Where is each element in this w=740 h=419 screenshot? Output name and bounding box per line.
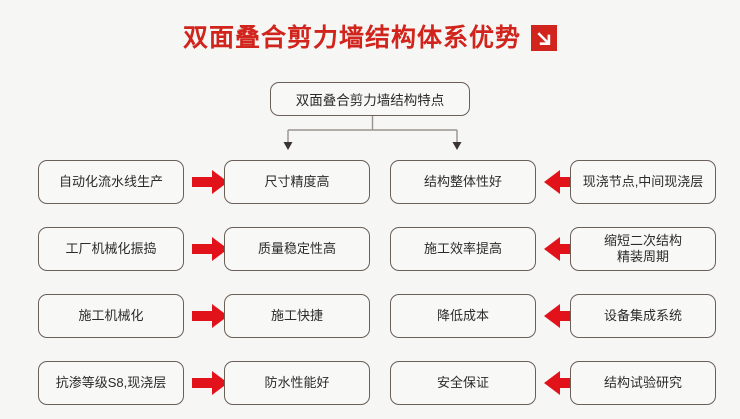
arrow-right-icon — [190, 369, 230, 397]
right-effect-cell[interactable]: 安全保证 — [390, 360, 536, 405]
box-right-effect[interactable]: 降低成本 — [390, 293, 536, 338]
box-right-cause[interactable]: 现浇节点,中间现浇层 — [570, 159, 716, 204]
box-label: 现浇节点,中间现浇层 — [582, 173, 704, 189]
arrow-left-icon — [542, 302, 582, 330]
box-left-effect[interactable]: 防水性能好 — [224, 360, 370, 405]
arrow-right-icon — [190, 168, 230, 196]
arrow-left-icon — [542, 369, 582, 397]
arrow-right-cell — [188, 294, 232, 338]
box-label: 自动化流水线生产 — [58, 173, 163, 189]
box-left-cause[interactable]: 施工机械化 — [38, 293, 184, 338]
box-right-cause[interactable]: 设备集成系统 — [570, 293, 716, 338]
box-label: 工厂机械化振捣 — [65, 240, 157, 256]
box-left-cause[interactable]: 工厂机械化振捣 — [38, 226, 184, 271]
box-label: 防水性能好 — [264, 374, 330, 390]
left-effect-cell[interactable]: 施工快捷 — [224, 293, 370, 338]
box-right-effect[interactable]: 施工效率提高 — [390, 226, 536, 271]
box-label: 安全保证 — [436, 374, 489, 390]
arrow-right-icon — [190, 302, 230, 330]
box-label: 施工机械化 — [78, 307, 144, 323]
root-node: 双面叠合剪力墙结构特点 — [270, 82, 470, 116]
right-cause-cell[interactable]: 设备集成系统 — [570, 293, 716, 338]
flow-row: 抗渗等级S8,现浇层 防水性能好 安全保证 — [0, 349, 740, 416]
arrow-right-icon — [190, 235, 230, 263]
box-right-cause[interactable]: 结构试验研究 — [570, 360, 716, 405]
arrow-left-cell — [540, 160, 584, 204]
box-label: 尺寸精度高 — [264, 173, 330, 189]
arrow-left-cell — [540, 227, 584, 271]
left-effect-cell[interactable]: 质量稳定性高 — [224, 226, 370, 271]
box-left-effect[interactable]: 施工快捷 — [224, 293, 370, 338]
box-right-effect[interactable]: 结构整体性好 — [390, 159, 536, 204]
box-label: 施工快捷 — [270, 307, 323, 323]
arrow-right-cell — [188, 160, 232, 204]
arrow-left-icon — [542, 168, 582, 196]
left-effect-cell[interactable]: 尺寸精度高 — [224, 159, 370, 204]
right-cause-cell[interactable]: 现浇节点,中间现浇层 — [570, 159, 716, 204]
arrow-left-icon — [542, 235, 582, 263]
arrow-left-cell — [540, 294, 584, 338]
box-label: 结构试验研究 — [603, 374, 682, 390]
box-right-cause[interactable]: 缩短二次结构 精装周期 — [570, 226, 716, 271]
right-cause-cell[interactable]: 结构试验研究 — [570, 360, 716, 405]
box-label: 缩短二次结构 精装周期 — [603, 233, 682, 264]
box-label: 施工效率提高 — [423, 240, 502, 256]
root-node-label: 双面叠合剪力墙结构特点 — [295, 93, 445, 108]
box-left-effect[interactable]: 质量稳定性高 — [224, 226, 370, 271]
box-left-cause[interactable]: 抗渗等级S8,现浇层 — [38, 360, 184, 405]
left-cause-cell[interactable]: 自动化流水线生产 — [38, 159, 184, 204]
box-label: 设备集成系统 — [603, 307, 682, 323]
right-effect-cell[interactable]: 施工效率提高 — [390, 226, 536, 271]
box-left-effect[interactable]: 尺寸精度高 — [224, 159, 370, 204]
box-label: 结构整体性好 — [423, 173, 502, 189]
page-title: 双面叠合剪力墙结构体系优势 — [0, 16, 740, 60]
left-cause-cell[interactable]: 施工机械化 — [38, 293, 184, 338]
arrow-left-cell — [540, 361, 584, 405]
flow-grid: 自动化流水线生产 尺寸精度高 结构整体性好 — [0, 148, 740, 416]
flow-row: 工厂机械化振捣 质量稳定性高 施工效率提高 — [0, 215, 740, 282]
box-label: 抗渗等级S8,现浇层 — [55, 374, 167, 390]
right-cause-cell[interactable]: 缩短二次结构 精装周期 — [570, 226, 716, 271]
box-label: 质量稳定性高 — [257, 240, 336, 256]
arrow-down-right-icon — [531, 25, 557, 51]
arrow-right-cell — [188, 361, 232, 405]
box-label: 降低成本 — [436, 307, 489, 323]
right-effect-cell[interactable]: 降低成本 — [390, 293, 536, 338]
flow-row: 施工机械化 施工快捷 降低成本 — [0, 282, 740, 349]
right-effect-cell[interactable]: 结构整体性好 — [390, 159, 536, 204]
arrow-right-cell — [188, 227, 232, 271]
left-effect-cell[interactable]: 防水性能好 — [224, 360, 370, 405]
flow-row: 自动化流水线生产 尺寸精度高 结构整体性好 — [0, 148, 740, 215]
left-cause-cell[interactable]: 抗渗等级S8,现浇层 — [38, 360, 184, 405]
left-cause-cell[interactable]: 工厂机械化振捣 — [38, 226, 184, 271]
connector-tree — [280, 116, 465, 154]
box-left-cause[interactable]: 自动化流水线生产 — [38, 159, 184, 204]
box-right-effect[interactable]: 安全保证 — [390, 360, 536, 405]
page-title-text: 双面叠合剪力墙结构体系优势 — [182, 23, 521, 52]
